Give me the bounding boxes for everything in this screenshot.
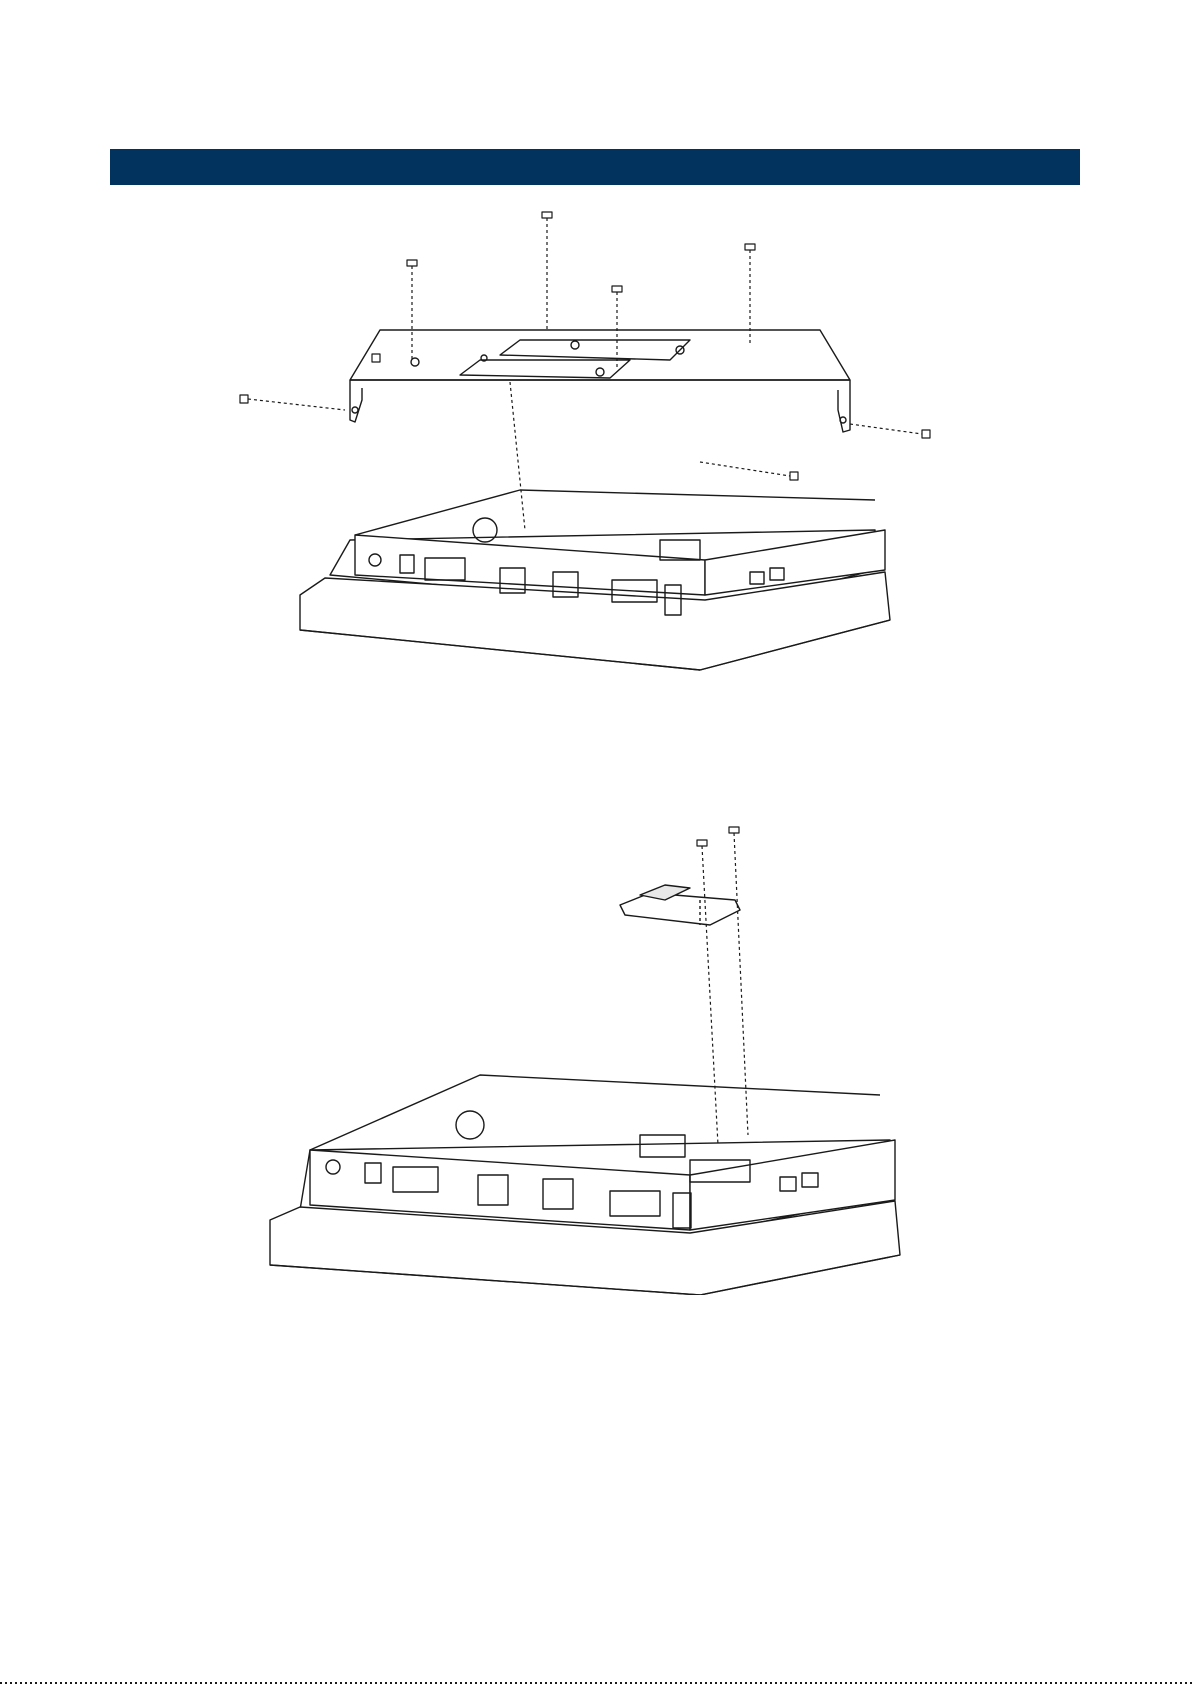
page-bottom-edge: [0, 1681, 1192, 1685]
figure-module-install: [0, 815, 1192, 1295]
chassis-2: [270, 1075, 900, 1295]
screw-7: [850, 424, 930, 438]
figure-bracket-removal: [0, 200, 1192, 680]
bracket-diagram: [0, 200, 1192, 680]
mounting-bracket: [350, 330, 850, 432]
section-header-bar: [110, 149, 1080, 185]
screw-8: [700, 462, 798, 480]
header-bar-fill: [110, 149, 1080, 185]
expansion-module: [620, 885, 740, 925]
module-screws: [697, 827, 748, 1145]
header-bar-shape: [110, 149, 1080, 185]
module-diagram: [0, 815, 1192, 1295]
chassis: [300, 490, 890, 670]
module-screw-1: [697, 840, 718, 1145]
screw-6: [240, 395, 345, 410]
screw-1: [542, 212, 552, 330]
